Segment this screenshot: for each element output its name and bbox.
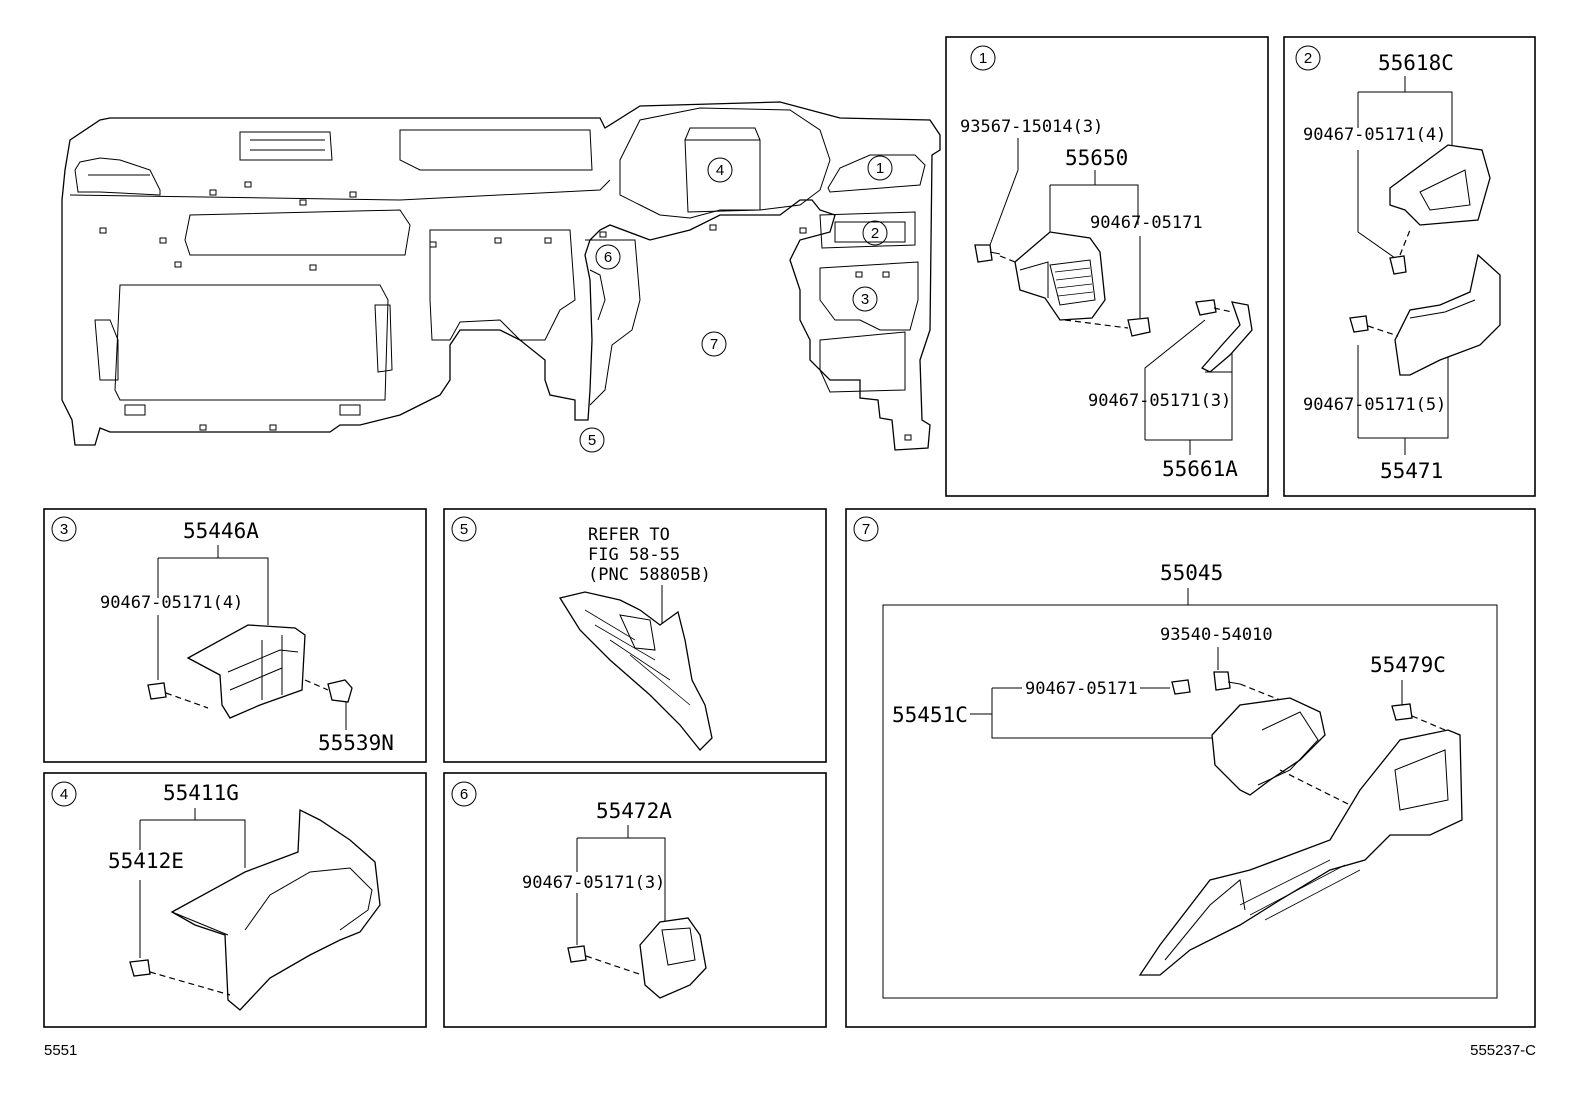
clip-part-55539N [327,679,353,703]
trim-part-55471 [1394,253,1501,376]
panel-7-number-circle [853,516,879,542]
svg-text:4: 4 [716,162,724,179]
panel-3-number-circle [51,516,77,542]
svg-text:1: 1 [876,160,884,177]
screw-icon [974,244,1001,263]
panel-1-number: 1 [979,50,987,67]
part-label-55661A[interactable]: 55661A [1162,457,1238,481]
part-label-55618C[interactable]: 55618C [1378,51,1454,75]
panel-4-number-circle [51,781,77,807]
panel-5-number: 5 [460,521,468,538]
part-label-93567-15014[interactable]: 93567-15014(3) [960,117,1103,137]
detail-panel-4: 4 55411G 55412E [43,772,427,1028]
clip-icon-p2b [1349,315,1369,333]
detail-panel-5: 5 REFER TO FIG 58-55 (PNC 58805B) [443,508,827,763]
part-label-55412E[interactable]: 55412E [108,849,184,873]
panel-6-number-circle [451,781,477,807]
part-label-55650[interactable]: 55650 [1065,146,1128,170]
main-callout-3[interactable]: 3 [852,286,878,312]
part-label-90467-05171-3-p6[interactable]: 90467-05171(3) [522,873,665,893]
svg-text:7: 7 [710,336,718,353]
svg-text:3: 3 [861,291,869,308]
screw-icon-p7 [1213,671,1241,691]
clip-icon-p7a [1171,679,1191,695]
bracket-part-55446A [186,624,306,719]
panel-2-number-circle [1295,45,1321,71]
footer-right-code: 555237-C [1470,1042,1536,1059]
clip-icon-p4 [129,959,151,977]
part-label-55472A[interactable]: 55472A [596,799,672,823]
detail-panel-3: 3 55446A 90467-05171(4) 55539N [43,508,427,763]
clip-icon-p2a [1389,255,1407,275]
instrument-panel-assembly: 1 2 3 4 5 6 7 [61,101,941,453]
detail-panel-1: 1 93567-15014(3) 55650 90467-05171 90467… [945,36,1269,497]
svg-text:5: 5 [588,432,596,449]
part-label-90467-05171-p1[interactable]: 90467-05171 [1090,213,1203,233]
main-callout-2[interactable]: 2 [862,220,888,246]
part-label-55451C[interactable]: 55451C [892,703,968,727]
part-label-90467-05171-3-p1[interactable]: 90467-05171(3) [1088,391,1231,411]
detail-panel-2: 2 55618C 90467-05171(4) 90467-05171(5) 5… [1283,36,1536,497]
panel-7-number: 7 [862,521,870,538]
main-callout-5[interactable]: 5 [579,427,605,453]
svg-text:6: 6 [604,249,612,266]
side-panel-part-58805B [558,591,713,751]
trim-part-55472A [639,917,707,999]
part-label-93540-54010[interactable]: 93540-54010 [1160,625,1273,645]
clip-icon-p3a [147,682,167,700]
reference-line-2[interactable]: FIG 58-55 [588,545,680,565]
glove-box-part-55451C [1211,697,1326,796]
main-callout-4[interactable]: 4 [707,157,733,183]
panel-1-number-circle [970,45,996,71]
cluster-panel-part-55411G [170,808,381,1011]
footer-left-code: 5551 [44,1042,77,1059]
part-label-55539N[interactable]: 55539N [318,731,394,755]
main-callout-7[interactable]: 7 [701,331,727,357]
main-callout-1[interactable]: 1 [867,155,893,181]
clip-icon [1127,317,1151,337]
part-label-55446A[interactable]: 55446A [183,519,259,543]
main-callout-6[interactable]: 6 [595,244,621,270]
clip-icon-p6 [567,945,587,963]
part-label-90467-05171-p7[interactable]: 90467-05171 [1025,679,1138,699]
clip-icon-2 [1195,299,1217,316]
bezel-part-55661A [1200,301,1253,373]
svg-text:2: 2 [871,225,879,242]
part-label-55479C[interactable]: 55479C [1370,653,1446,677]
part-label-90467-05171-5-p2[interactable]: 90467-05171(5) [1303,395,1446,415]
assembly-frame-55045 [882,604,1498,999]
panel-3-number: 3 [60,521,68,538]
detail-panel-7: 7 55045 93540-54010 90467-05171 55451C 5… [845,508,1536,1028]
reference-line-3[interactable]: (PNC 58805B) [588,565,711,585]
panel-6-number: 6 [460,786,468,803]
tray-part-55618C [1389,144,1491,226]
panel-2-number: 2 [1304,50,1312,67]
vent-part-55650 [1014,231,1106,321]
reference-line-1: REFER TO [588,525,670,545]
clip-part-55479C [1391,703,1413,721]
part-label-90467-05171-4-p2[interactable]: 90467-05171(4) [1303,125,1446,145]
panel-5-number-circle [451,516,477,542]
part-label-55411G[interactable]: 55411G [163,781,239,805]
part-label-55471[interactable]: 55471 [1380,459,1443,483]
detail-panel-6: 6 55472A 90467-05171(3) [443,772,827,1028]
lower-panel-part-55045 [1138,729,1463,976]
panel-4-number: 4 [60,786,68,803]
part-label-90467-05171-4-p3[interactable]: 90467-05171(4) [100,593,243,613]
part-label-55045[interactable]: 55045 [1160,561,1223,585]
